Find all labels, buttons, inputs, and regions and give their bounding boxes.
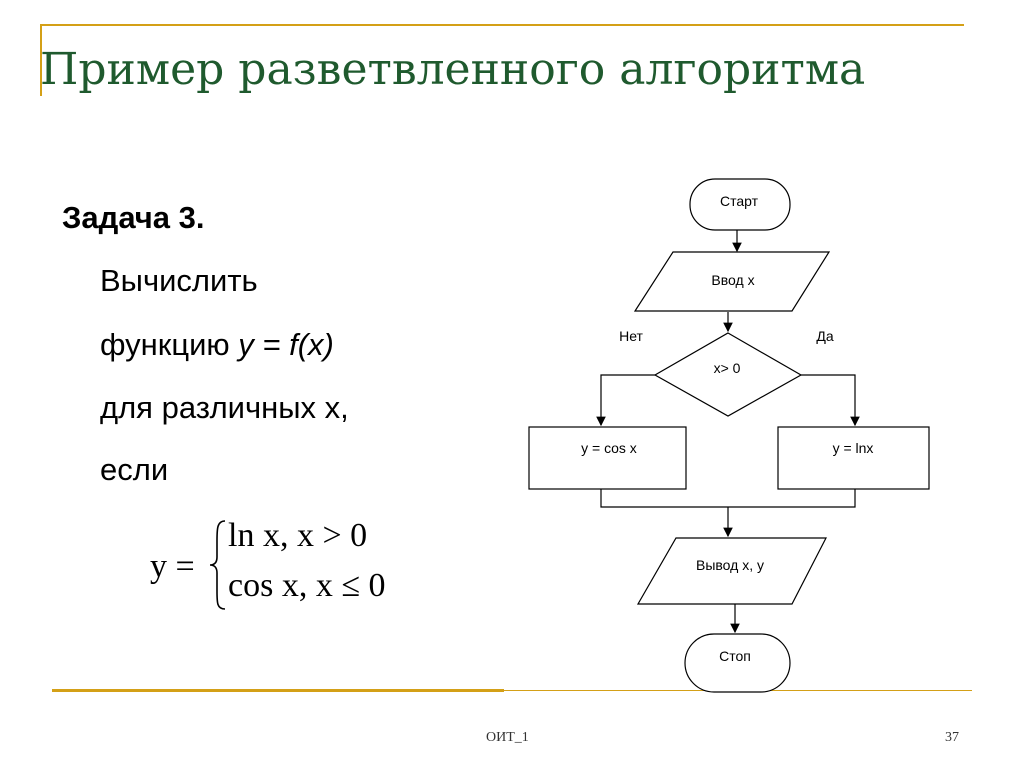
task-line-3: для различных x, xyxy=(100,390,349,425)
start-terminator xyxy=(689,178,791,231)
process-ln xyxy=(777,426,930,490)
process-cos-label: y = cos x xyxy=(581,440,637,456)
task-line-4: если xyxy=(100,452,169,487)
footer-center-text: ОИТ_1 xyxy=(486,730,529,745)
connector-merge xyxy=(600,489,856,508)
page-number: 37 xyxy=(945,730,959,745)
stop-terminator xyxy=(684,633,791,693)
top-accent-line xyxy=(40,24,964,26)
condition-label: x> 0 xyxy=(714,360,741,376)
formula-brace xyxy=(209,520,226,610)
condition-diamond xyxy=(653,332,803,417)
bottom-accent-line-thick xyxy=(52,689,504,692)
yes-branch-label: Да xyxy=(816,328,833,344)
left-accent-line xyxy=(40,24,42,96)
connector-yes-branch xyxy=(801,374,860,427)
no-branch-label: Нет xyxy=(619,328,643,344)
start-label: Старт xyxy=(720,193,759,209)
stop-label: Стоп xyxy=(719,648,751,664)
task-title: Задача 3. xyxy=(62,200,205,235)
process-ln-label: y = lnx xyxy=(833,440,874,456)
task-line-2: функцию y = f(x) xyxy=(100,327,334,363)
bottom-accent-line xyxy=(52,690,972,691)
task-line-2-prefix: функцию xyxy=(100,327,239,362)
process-cos xyxy=(528,426,687,490)
input-label: Ввод x xyxy=(711,272,754,288)
task-line-1: Вычислить xyxy=(100,263,258,298)
formula-case-cos: cos x, x ≤ 0 xyxy=(228,567,386,604)
output-parallelogram xyxy=(636,537,827,605)
formula-lhs: y = xyxy=(150,548,195,585)
connector-no-branch xyxy=(596,374,655,427)
slide-title: Пример разветвленного алгоритма xyxy=(40,44,866,95)
formula-case-ln: ln x, x > 0 xyxy=(228,517,368,554)
output-label: Вывод x, y xyxy=(696,557,764,573)
task-function-formula: y = f(x) xyxy=(238,327,334,362)
input-parallelogram xyxy=(633,251,831,312)
